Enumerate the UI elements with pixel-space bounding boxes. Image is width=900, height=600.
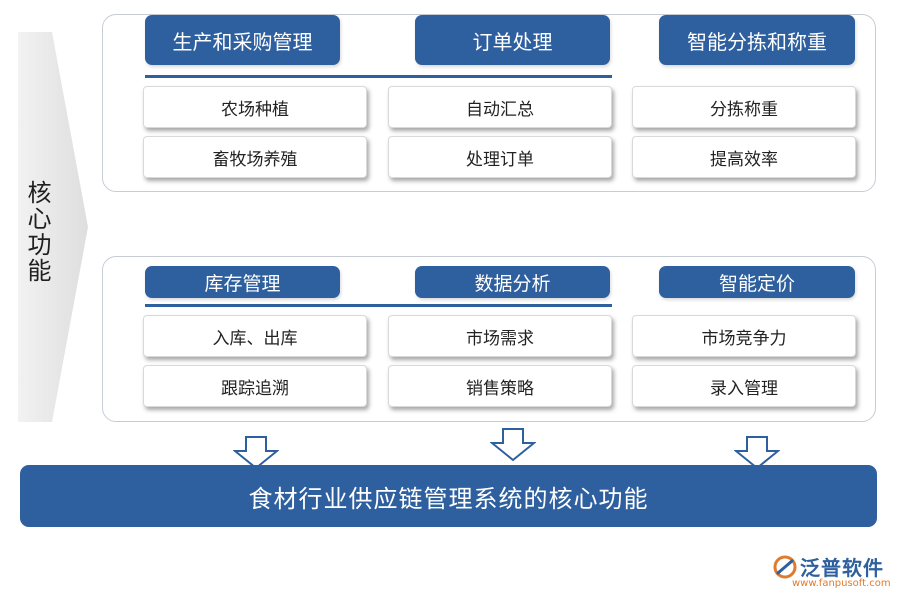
cell-auto-summary: 自动汇总 [388, 86, 612, 128]
down-arrow-icon [233, 436, 279, 470]
cell-sorting-weighing: 分拣称重 [632, 86, 856, 128]
header-underline-2 [145, 304, 612, 307]
cell-process-orders: 处理订单 [388, 136, 612, 178]
header-inventory-management: 库存管理 [145, 266, 340, 298]
brand-logo: 泛普软件 www.fanpusoft.com [772, 552, 894, 596]
logo-name: 泛普软件 [800, 556, 884, 580]
down-arrow-icon [490, 428, 536, 462]
cell-tracking-tracing: 跟踪追溯 [143, 365, 367, 407]
side-chevron-arrow [18, 32, 88, 422]
logo-url: www.fanpusoft.com [792, 578, 891, 589]
header-underline-1 [145, 75, 612, 78]
cell-market-competitiveness: 市场竞争力 [632, 315, 856, 357]
footer-title-banner: 食材行业供应链管理系统的核心功能 [20, 465, 877, 527]
cell-farm-planting: 农场种植 [143, 86, 367, 128]
cell-livestock-breeding: 畜牧场养殖 [143, 136, 367, 178]
header-smart-pricing: 智能定价 [659, 266, 855, 298]
fanpu-logo-icon [773, 555, 797, 579]
header-order-processing: 订单处理 [415, 15, 610, 65]
header-smart-sorting-weighing: 智能分拣和称重 [659, 15, 855, 65]
cell-entry-management: 录入管理 [632, 365, 856, 407]
cell-market-demand: 市场需求 [388, 315, 612, 357]
side-label: 核心功能 [23, 180, 51, 284]
header-data-analysis: 数据分析 [415, 266, 610, 298]
down-arrow-icon [734, 436, 780, 470]
cell-stock-in-out: 入库、出库 [143, 315, 367, 357]
cell-sales-strategy: 销售策略 [388, 365, 612, 407]
header-production-procurement: 生产和采购管理 [145, 15, 340, 65]
cell-improve-efficiency: 提高效率 [632, 136, 856, 178]
